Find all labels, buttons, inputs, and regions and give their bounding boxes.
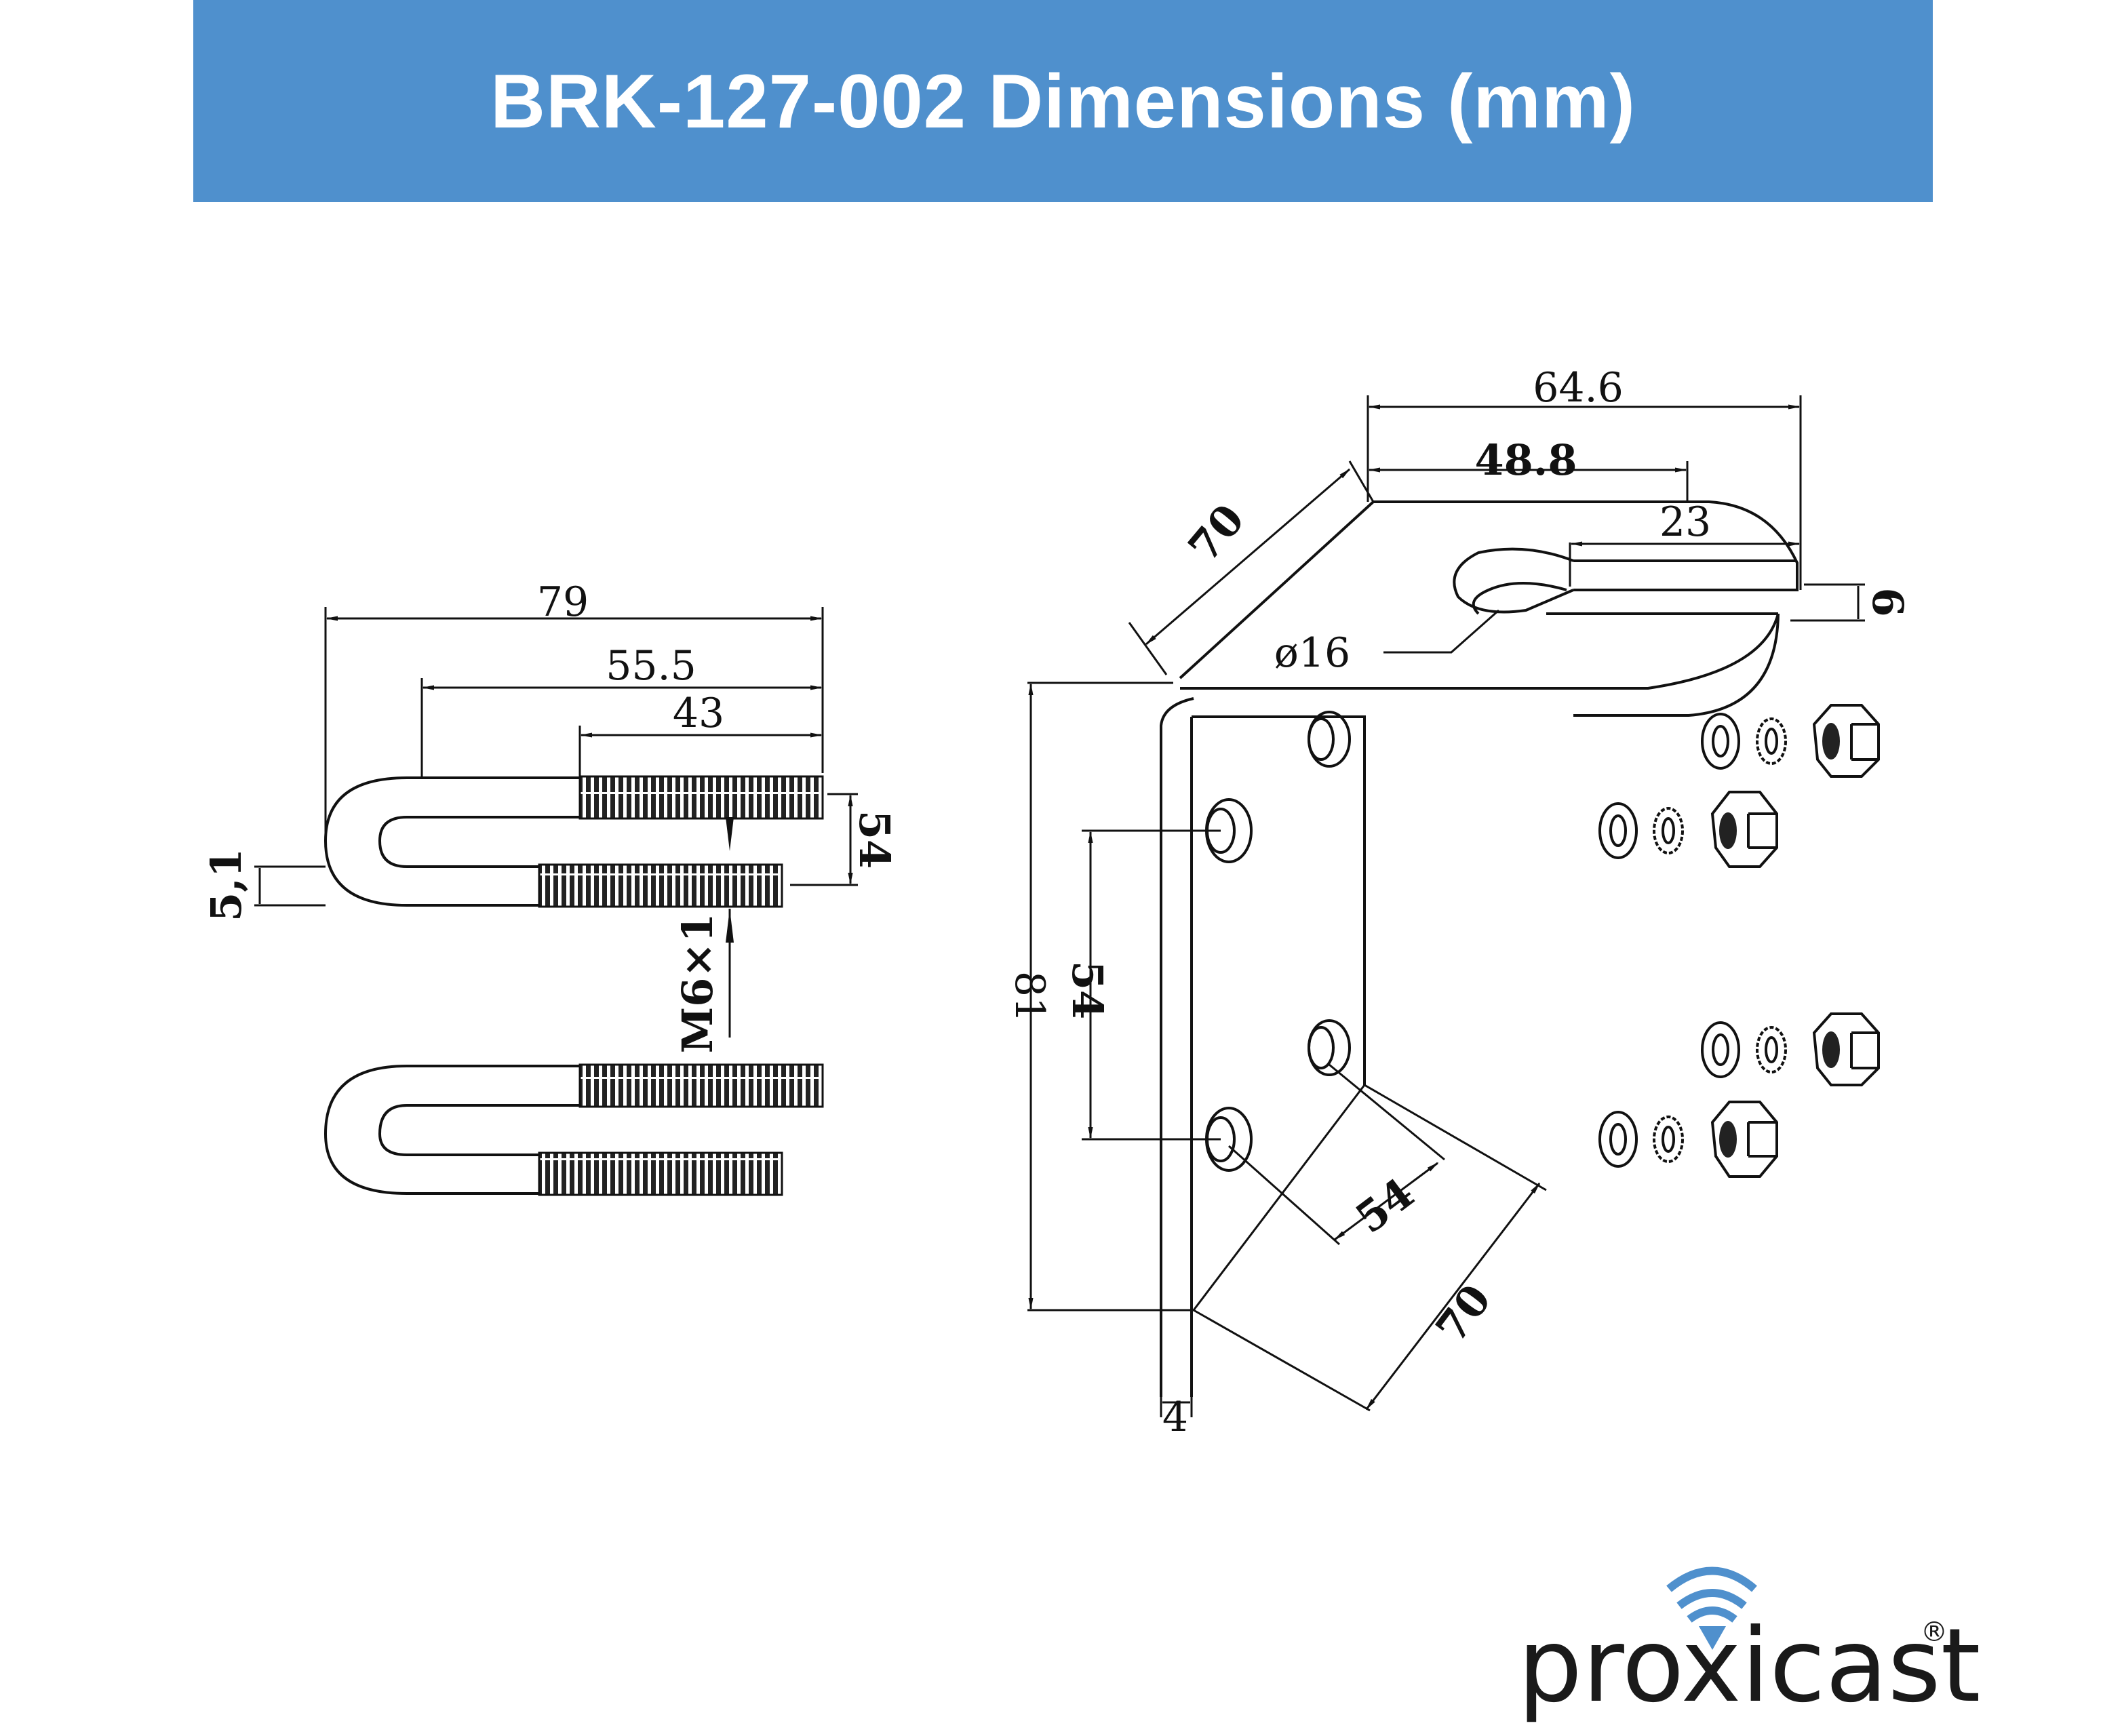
wifi-signal-icon (1666, 1566, 1757, 1650)
dim-thread-spec: M6×1 (673, 913, 722, 1054)
dim-slot-edge: 48.8 (1474, 435, 1577, 485)
dim-hole-spacing-vertical: 54 (1063, 961, 1112, 1019)
bracket-dimensions: 64.6 48.8 23 6 70 ø16 81 54 (1006, 364, 1912, 1441)
hardware-set-3 (1701, 1012, 1880, 1086)
hardware-set-1 (1701, 704, 1880, 778)
dim-slot-length: 23 (1659, 498, 1711, 546)
page-title: BRK-127-002 Dimensions (mm) (490, 58, 1636, 144)
dim-thread-length: 43 (673, 690, 724, 737)
mounting-holes (1205, 711, 1351, 1172)
dim-straight-length: 55.5 (606, 642, 696, 690)
dim-leg-spacing: 54 (850, 810, 899, 869)
dim-diagonal-bottom: 70 (1426, 1276, 1501, 1352)
u-bolt-dimensions: 79 55.5 43 54 5,1 M6×1 (201, 578, 899, 1053)
dim-rod-diameter: 5,1 (201, 848, 251, 922)
u-bolt-top (323, 775, 824, 908)
hardware-set-4 (1598, 1101, 1778, 1178)
thread-upper (578, 775, 824, 820)
dim-hole-spacing-diagonal: 54 (1347, 1168, 1423, 1243)
dim-thickness: 4 (1162, 1394, 1188, 1441)
proxicast-logo: proxicast ® (1518, 1566, 1981, 1725)
l-bracket (1160, 500, 1799, 1397)
logo-wordmark: proxicast (1518, 1607, 1981, 1725)
title-banner: BRK-127-002 Dimensions (mm) (193, 0, 1933, 202)
dim-slot-width: 6 (1863, 587, 1912, 616)
dim-top-width: 64.6 (1533, 364, 1624, 412)
dim-hole-diameter: ø16 (1274, 629, 1350, 677)
thread-lower (538, 863, 783, 908)
registered-mark: ® (1921, 1617, 1948, 1648)
hardware-set-2 (1598, 791, 1778, 868)
u-bolt-bottom (323, 1063, 824, 1196)
dim-overall-length: 79 (537, 578, 589, 626)
dim-height: 81 (1006, 971, 1053, 1023)
